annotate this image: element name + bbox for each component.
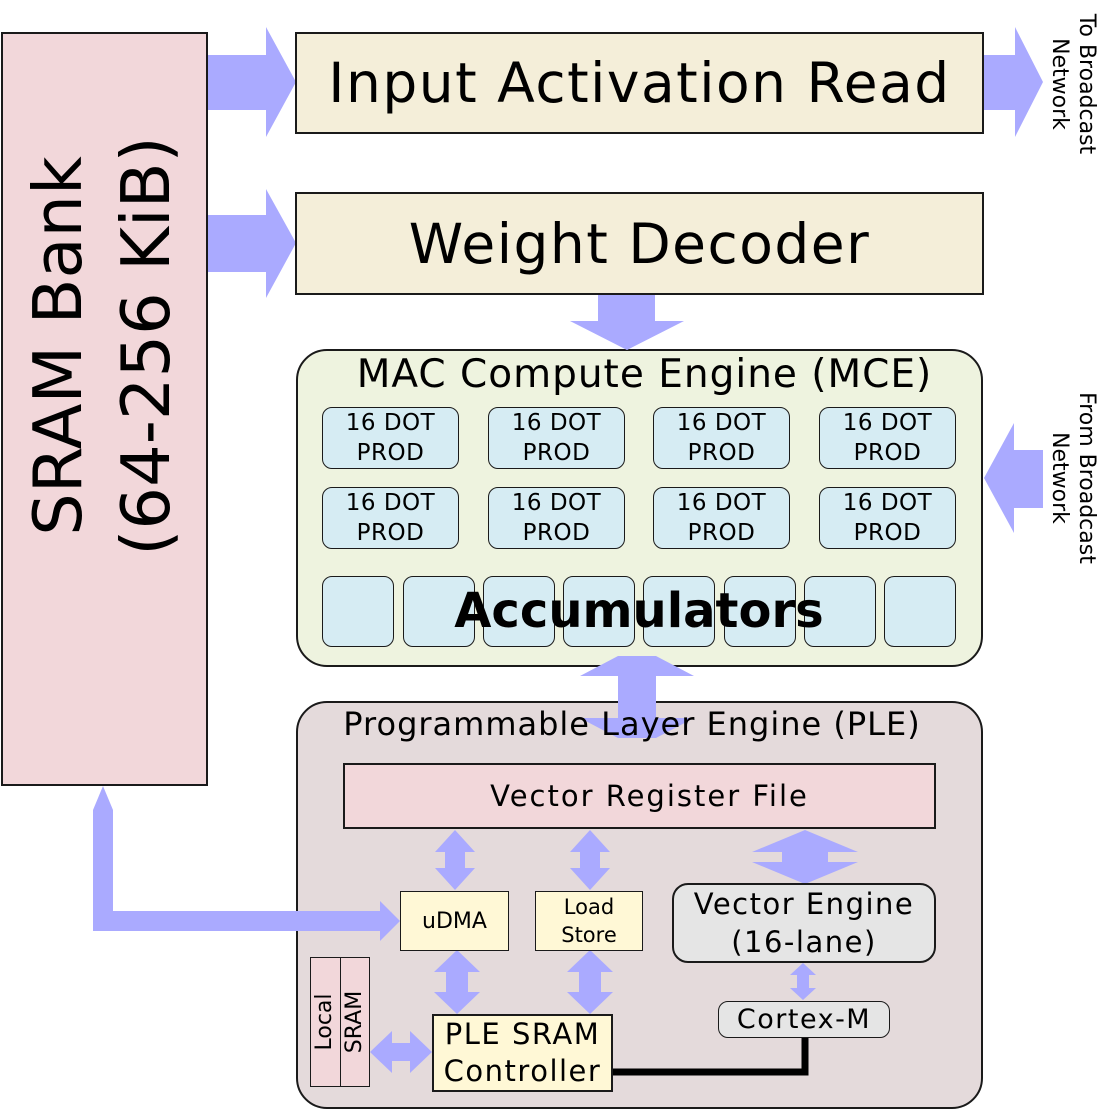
arrow-udma-ple-sram [434, 950, 480, 1014]
input-activation-read-block: Input Activation Read [295, 32, 984, 134]
input-activation-read-label: Input Activation Read [328, 51, 951, 115]
arrow-from-broadcast-network [984, 423, 1043, 533]
load-label: Load [563, 895, 615, 919]
ple-title: Programmable Layer Engine (PLE) [343, 705, 921, 743]
vector-engine-block: Vector Engine (16-lane) [672, 883, 936, 963]
arrow-local-sram-ple-sram [370, 1031, 432, 1073]
sram-bank-size: (64-256 KiB) [107, 136, 185, 556]
sram-bank-label: SRAM Bank (64-256 KiB) [14, 66, 190, 626]
sram-bank-block [1, 32, 208, 786]
arrow-vrf-udma [435, 830, 475, 890]
load-store-block: Load Store [535, 891, 643, 951]
from-broadcast-line1: From Broadcast [1074, 392, 1099, 564]
ple-sram-label: PLE SRAM [444, 1017, 601, 1051]
from-broadcast-line2: Network [1047, 432, 1072, 524]
controller-label: Controller [443, 1054, 602, 1088]
to-broadcast-network-label: To Broadcast Network [1046, 4, 1100, 164]
arrow-mce-ple-bidirectional [580, 656, 694, 738]
accumulators-label: Accumulators [454, 583, 824, 639]
accumulator-cell [643, 576, 715, 647]
arrow-vrf-vector-engine [752, 830, 858, 884]
weight-decoder-block: Weight Decoder [295, 192, 984, 295]
vector-engine-lanes: (16-lane) [731, 925, 877, 959]
accumulator-cell [483, 576, 555, 647]
arrow-sram-to-input-activation [208, 27, 296, 137]
accumulator-cell [563, 576, 635, 647]
weight-decoder-label: Weight Decoder [408, 211, 871, 276]
arrow-udma-to-sram-bank [93, 786, 400, 941]
vector-register-file-block: Vector Register File [343, 763, 936, 829]
vector-register-file-label: Vector Register File [490, 779, 809, 813]
mce-title: MAC Compute Engine (MCE) [356, 352, 933, 397]
cortex-m-block: Cortex-M [718, 1001, 890, 1038]
ple-sram-controller-block: PLE SRAM Controller [432, 1014, 613, 1092]
udma-block: uDMA [400, 891, 509, 951]
local-sram-label: Local SRAM [310, 964, 370, 1080]
accumulator-cell [403, 576, 475, 647]
accumulator-cell [804, 576, 876, 647]
arrow-to-broadcast-network [983, 27, 1043, 137]
local-sram-line1: Local [312, 993, 337, 1051]
arrow-vector-engine-cortex [790, 963, 816, 1000]
accumulator-cell [724, 576, 796, 647]
cortex-m-label: Cortex-M [736, 1004, 872, 1035]
vector-engine-label: Vector Engine [693, 887, 915, 921]
to-broadcast-line2: Network [1047, 38, 1072, 130]
arrow-vrf-loadstore [570, 830, 610, 890]
local-sram-block-2 [340, 957, 370, 1087]
arrow-sram-to-weight-decoder [208, 189, 296, 298]
arrow-weight-decoder-to-mce [570, 295, 684, 350]
sram-bank-title: SRAM Bank [19, 156, 97, 536]
arrow-loadstore-ple-sram [567, 950, 613, 1014]
store-label: Store [561, 923, 617, 947]
connector-ple-sram-cortex [612, 1038, 809, 1076]
udma-label: uDMA [422, 908, 487, 934]
accumulator-cell [322, 576, 394, 647]
from-broadcast-network-label: From Broadcast Network [1046, 384, 1100, 572]
to-broadcast-line1: To Broadcast [1074, 13, 1099, 155]
accumulator-cell [884, 576, 956, 647]
local-sram-line2: SRAM [342, 990, 367, 1054]
